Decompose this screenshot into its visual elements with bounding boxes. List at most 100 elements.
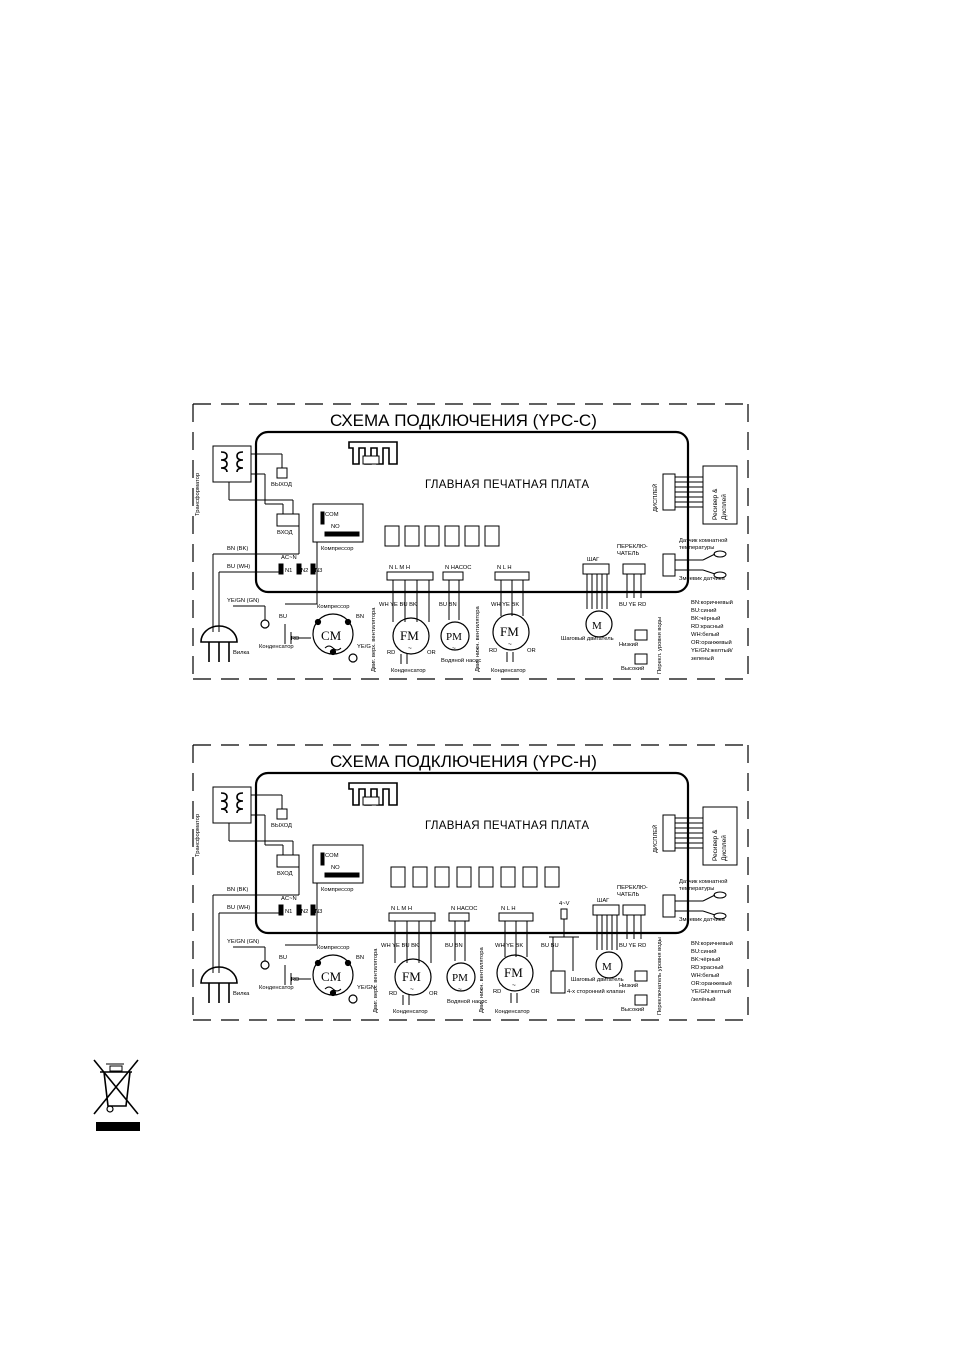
out-label: ВЫХОД — [271, 823, 292, 829]
relay-block — [412, 866, 428, 888]
ground-icon — [260, 619, 270, 629]
room-sensor-label: Датчик комнатной — [679, 537, 728, 544]
lower-fan-motor-icon — [496, 954, 534, 992]
legend-item: BU:синий — [691, 607, 716, 614]
four-way-valve-icon — [550, 970, 566, 994]
tilde: ~ — [508, 641, 512, 648]
heatsink-icon — [348, 782, 398, 806]
step-connector — [592, 904, 620, 916]
switch-connector — [622, 563, 646, 575]
compressor-relay-label: Компрессор — [321, 887, 353, 893]
in-connector — [276, 854, 300, 868]
coil-sensor-label: Змеевик датчика — [679, 576, 725, 582]
fan2-connector — [494, 571, 530, 581]
rd-label: RD — [291, 977, 299, 983]
upper-fan-motor-icon — [392, 617, 430, 655]
bn-label: BN — [356, 955, 364, 961]
high-switch-icon — [634, 653, 648, 665]
compressor-label: Компрессор — [317, 604, 349, 610]
legend-item: BN:коричневый — [691, 940, 733, 947]
switch-label: ПЕРЕКЛЮ-ЧАТЕЛЬ — [617, 544, 648, 557]
acn-label: AC~N — [281, 896, 297, 902]
diagram-title: СХЕМА ПОДКЛЮЧЕНИЯ (YPC-C) — [330, 411, 597, 430]
low-label: Низкий — [619, 982, 638, 989]
ground-icon-compressor — [348, 994, 358, 1004]
transformer-label: Трансформатор — [195, 814, 201, 857]
pump-header: N НАСОС — [451, 906, 477, 912]
legend-item: BK:чёрный — [691, 956, 720, 963]
n1-label: N1 — [285, 568, 292, 574]
level-switch-label: Переключатель уровня воды — [657, 937, 663, 1015]
rd-fan2: RD — [489, 648, 497, 654]
pm-label: PM — [452, 972, 468, 984]
rd-fan2: RD — [493, 989, 501, 995]
n3-label: N3 — [315, 568, 322, 574]
sensor-connector — [662, 894, 676, 918]
fan1-connector — [388, 912, 436, 922]
rd-fan1: RD — [387, 650, 395, 656]
step-motor-icon — [595, 951, 623, 979]
fan1-wires: WH YE BU BK — [381, 943, 419, 949]
step-label: ШАГ — [587, 557, 600, 563]
condenser-fan2: Конденсатор — [495, 1009, 530, 1015]
plug-label: Вилка — [233, 991, 250, 997]
upper-fan-motor-icon — [394, 958, 432, 996]
coil-sensor-icon — [713, 571, 727, 579]
condenser-fan1: Конденсатор — [393, 1009, 428, 1015]
upper-fan-label: Двиг. верх. вентилятора — [373, 948, 379, 1013]
plug-icon — [200, 625, 238, 662]
pump-connector — [448, 912, 470, 922]
step-label: ШАГ — [597, 898, 610, 904]
main-pcb-board — [254, 771, 690, 935]
compressor-relay — [312, 503, 364, 543]
legend-item: BK:чёрный — [691, 615, 720, 622]
rd-fan1: RD — [389, 991, 397, 997]
heatsink-icon — [348, 441, 398, 465]
water-pump-label: Водяной насос — [447, 998, 487, 1005]
fan2-pins: N L H — [497, 565, 512, 571]
fm1-label: FM — [402, 969, 421, 984]
com-label: COM — [325, 853, 339, 859]
legend-item: YE/GN:желтый — [691, 988, 731, 995]
m-label: M — [602, 961, 612, 973]
high-label: Высокий — [621, 1006, 644, 1013]
low-label: Низкий — [619, 641, 638, 648]
switch-wires: BU YE RD — [619, 943, 646, 949]
plug-label: Вилка — [233, 650, 250, 656]
relay-block — [456, 866, 472, 888]
rd-label: RD — [291, 636, 299, 642]
pump-connector — [442, 571, 464, 581]
in-label: ВХОД — [277, 871, 293, 877]
capacitor-label: Конденсатор — [259, 985, 294, 991]
tilde: ~ — [408, 645, 412, 652]
out-connector — [276, 808, 288, 820]
or-fan2: OR — [531, 989, 540, 995]
no-label: NO — [331, 524, 340, 530]
legend-item: /зелёный — [691, 996, 715, 1003]
fan2-wires: WH YE BK — [491, 602, 519, 608]
room-sensor-label-2: температуры — [679, 886, 714, 892]
bn-label: BN — [356, 614, 364, 620]
step-motor-icon — [585, 610, 613, 638]
legend-item: RD:красный — [691, 623, 723, 630]
yeg-label: YE/G — [357, 644, 371, 650]
fm2-label: FM — [500, 624, 519, 639]
legend-item: RD:красный — [691, 964, 723, 971]
condenser-fan2: Конденсатор — [491, 668, 526, 674]
wire-bn-label: BN (BK) — [227, 887, 248, 893]
condenser-fan1: Конденсатор — [391, 668, 426, 674]
receiver-display-box — [702, 806, 738, 866]
relay-block — [424, 525, 440, 547]
relay-block — [500, 866, 516, 888]
step-motor-label: Шаговый двигатель — [571, 976, 624, 983]
diagram-title: СХЕМА ПОДКЛЮЧЕНИЯ (YPC-H) — [330, 752, 597, 771]
capacitor-label: Конденсатор — [259, 644, 294, 650]
or-fan2: OR — [527, 648, 536, 654]
fan1-wires: WH YE BU BK — [379, 602, 417, 608]
fm2-label: FM — [504, 965, 523, 980]
high-switch-icon — [634, 994, 648, 1006]
tilde: ~ — [458, 986, 462, 993]
step-connector — [582, 563, 610, 575]
in-connector — [276, 513, 300, 527]
